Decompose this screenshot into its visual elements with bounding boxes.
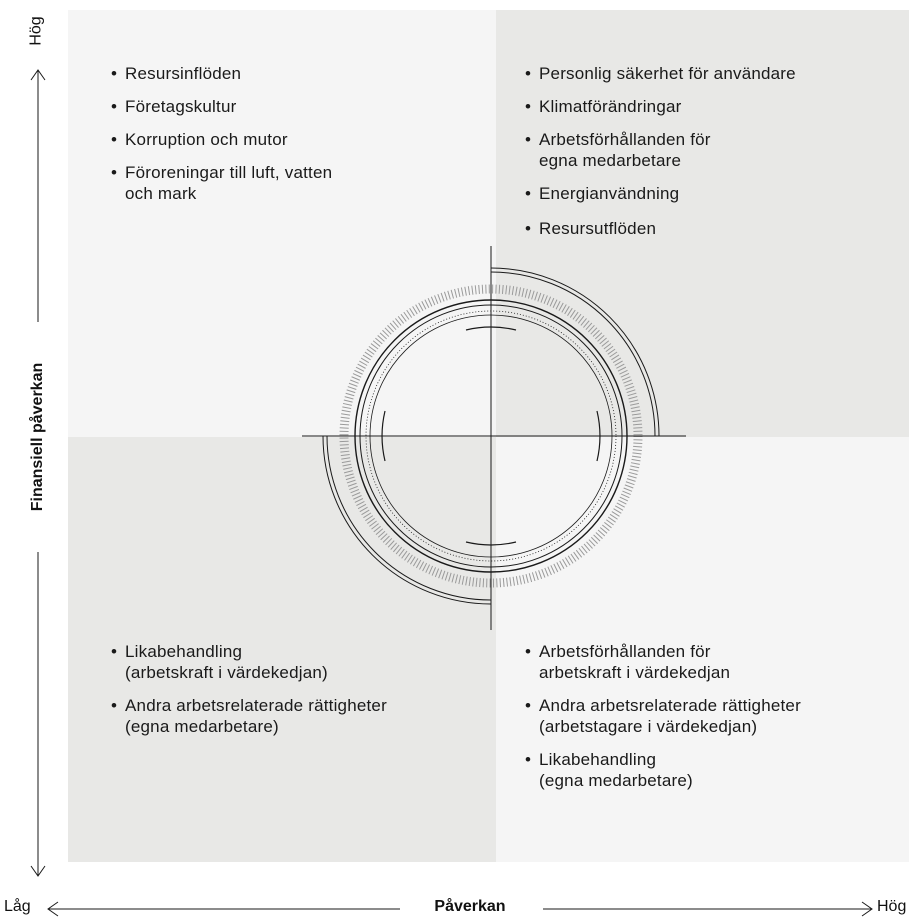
- topic-list-top-left: Resursinflöden Företagskultur Korruption…: [111, 63, 332, 216]
- list-item: Likabehandling (arbetskraft i värdekedja…: [111, 641, 387, 683]
- topic-list-top-right: Personlig säkerhet för användare Klimatf…: [525, 63, 796, 251]
- topic-list-bottom-left: Likabehandling (arbetskraft i värdekedja…: [111, 641, 387, 749]
- x-axis-arrow-right-icon: [861, 901, 873, 917]
- list-item: Personlig säkerhet för användare: [525, 63, 796, 84]
- x-axis-high-label: Hög: [877, 898, 907, 915]
- x-axis-title: Påverkan: [434, 898, 506, 915]
- y-axis-high-label: Hög: [27, 16, 45, 46]
- list-item: Korruption och mutor: [111, 129, 332, 150]
- list-item: Resursinflöden: [111, 63, 332, 84]
- topic-list-bottom-right: Arbetsförhållanden för arbetskraft i vär…: [525, 641, 801, 803]
- list-item: Energianvändning: [525, 183, 796, 204]
- list-item: Föroreningar till luft, vatten och mark: [111, 162, 332, 204]
- list-item: Andra arbetsrelaterade rättigheter (arbe…: [525, 695, 801, 737]
- list-item: Företagskultur: [111, 96, 332, 117]
- x-axis-arrow-left-icon: [47, 901, 59, 917]
- y-axis-arrow-down-icon: [30, 865, 46, 877]
- list-item: Resursutflöden: [525, 218, 796, 239]
- list-item: Andra arbetsrelaterade rättigheter (egna…: [111, 695, 387, 737]
- y-axis-arrow-up-icon: [30, 69, 46, 81]
- x-axis-low-label: Låg: [4, 898, 31, 915]
- center-emblem-icon: [302, 246, 686, 630]
- list-item: Arbetsförhållanden för arbetskraft i vär…: [525, 641, 801, 683]
- y-axis-title-text: Finansiell påverkan: [29, 362, 46, 512]
- list-item: Arbetsförhållanden för egna medarbetare: [525, 129, 796, 171]
- list-item: Klimatförändringar: [525, 96, 796, 117]
- list-item: Likabehandling (egna medarbetare): [525, 749, 801, 791]
